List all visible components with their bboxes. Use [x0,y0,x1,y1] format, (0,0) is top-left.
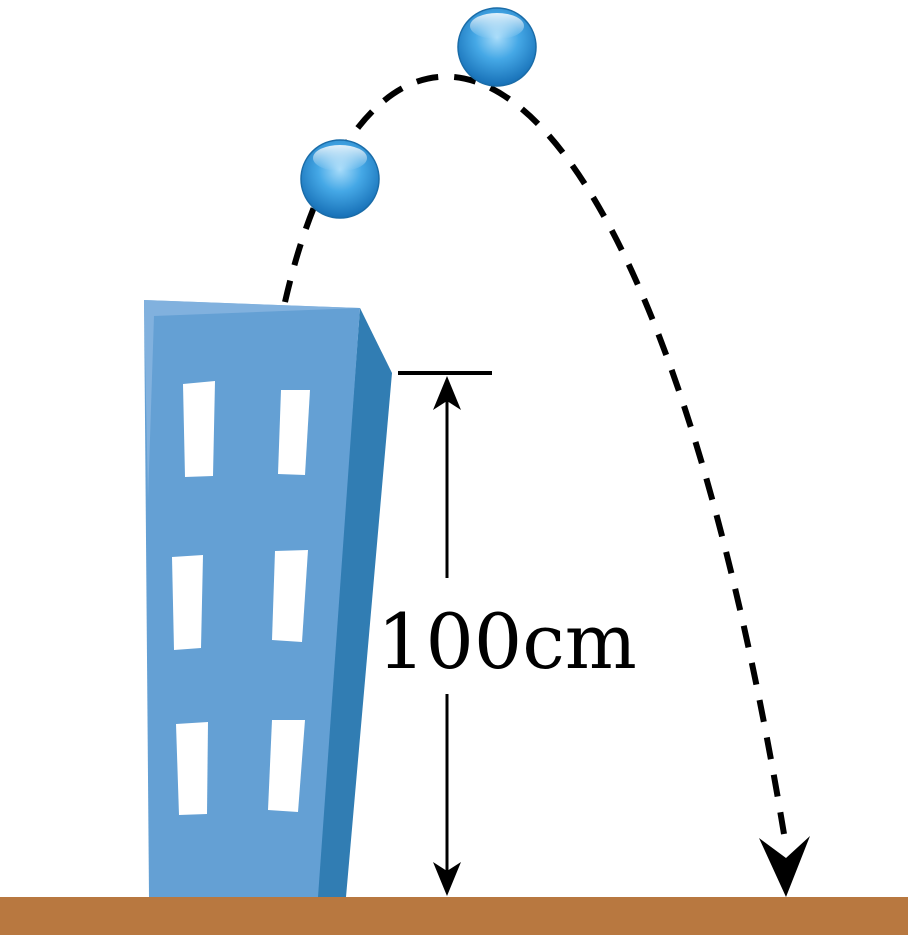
window [172,555,203,650]
dimension-arrow-down-icon [433,862,461,896]
window [268,720,305,812]
building-side [316,308,392,897]
window [176,722,208,815]
window [183,381,215,477]
height-label: 100cm [377,597,637,686]
ground [0,897,908,935]
window [278,390,310,475]
height-dimension: 100cm [377,371,637,896]
window [272,550,308,642]
sphere-ball-icon [300,139,380,219]
sphere-ball-icon [457,7,537,87]
building [144,300,392,897]
dimension-arrow-up-icon [433,376,461,410]
arrowhead-icon [759,836,810,897]
